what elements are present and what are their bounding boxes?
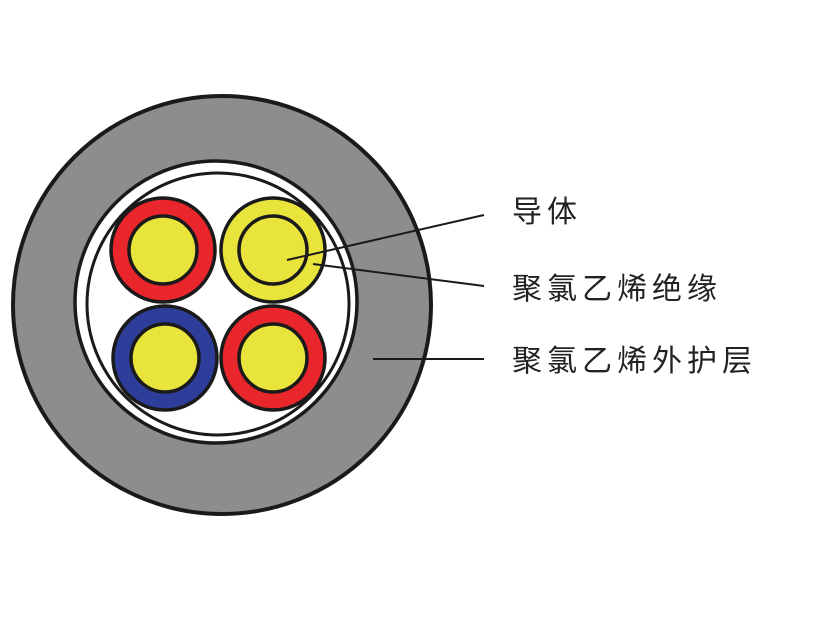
conductor: [237, 214, 309, 286]
conductor: [127, 214, 199, 286]
core-top-left: [109, 196, 217, 304]
conductor: [237, 322, 309, 394]
conductor: [129, 322, 201, 394]
core-bottom-right: [219, 304, 327, 412]
leader-line-conductor: [286, 214, 485, 261]
core-bottom-left: [111, 304, 219, 412]
label-conductor: 导体: [512, 195, 582, 230]
leader-line-insulation: [312, 263, 485, 287]
core-top-right: [219, 196, 327, 304]
label-insulation: 聚氯乙烯绝缘: [512, 272, 722, 307]
label-sheath: 聚氯乙烯外护层: [512, 344, 757, 379]
